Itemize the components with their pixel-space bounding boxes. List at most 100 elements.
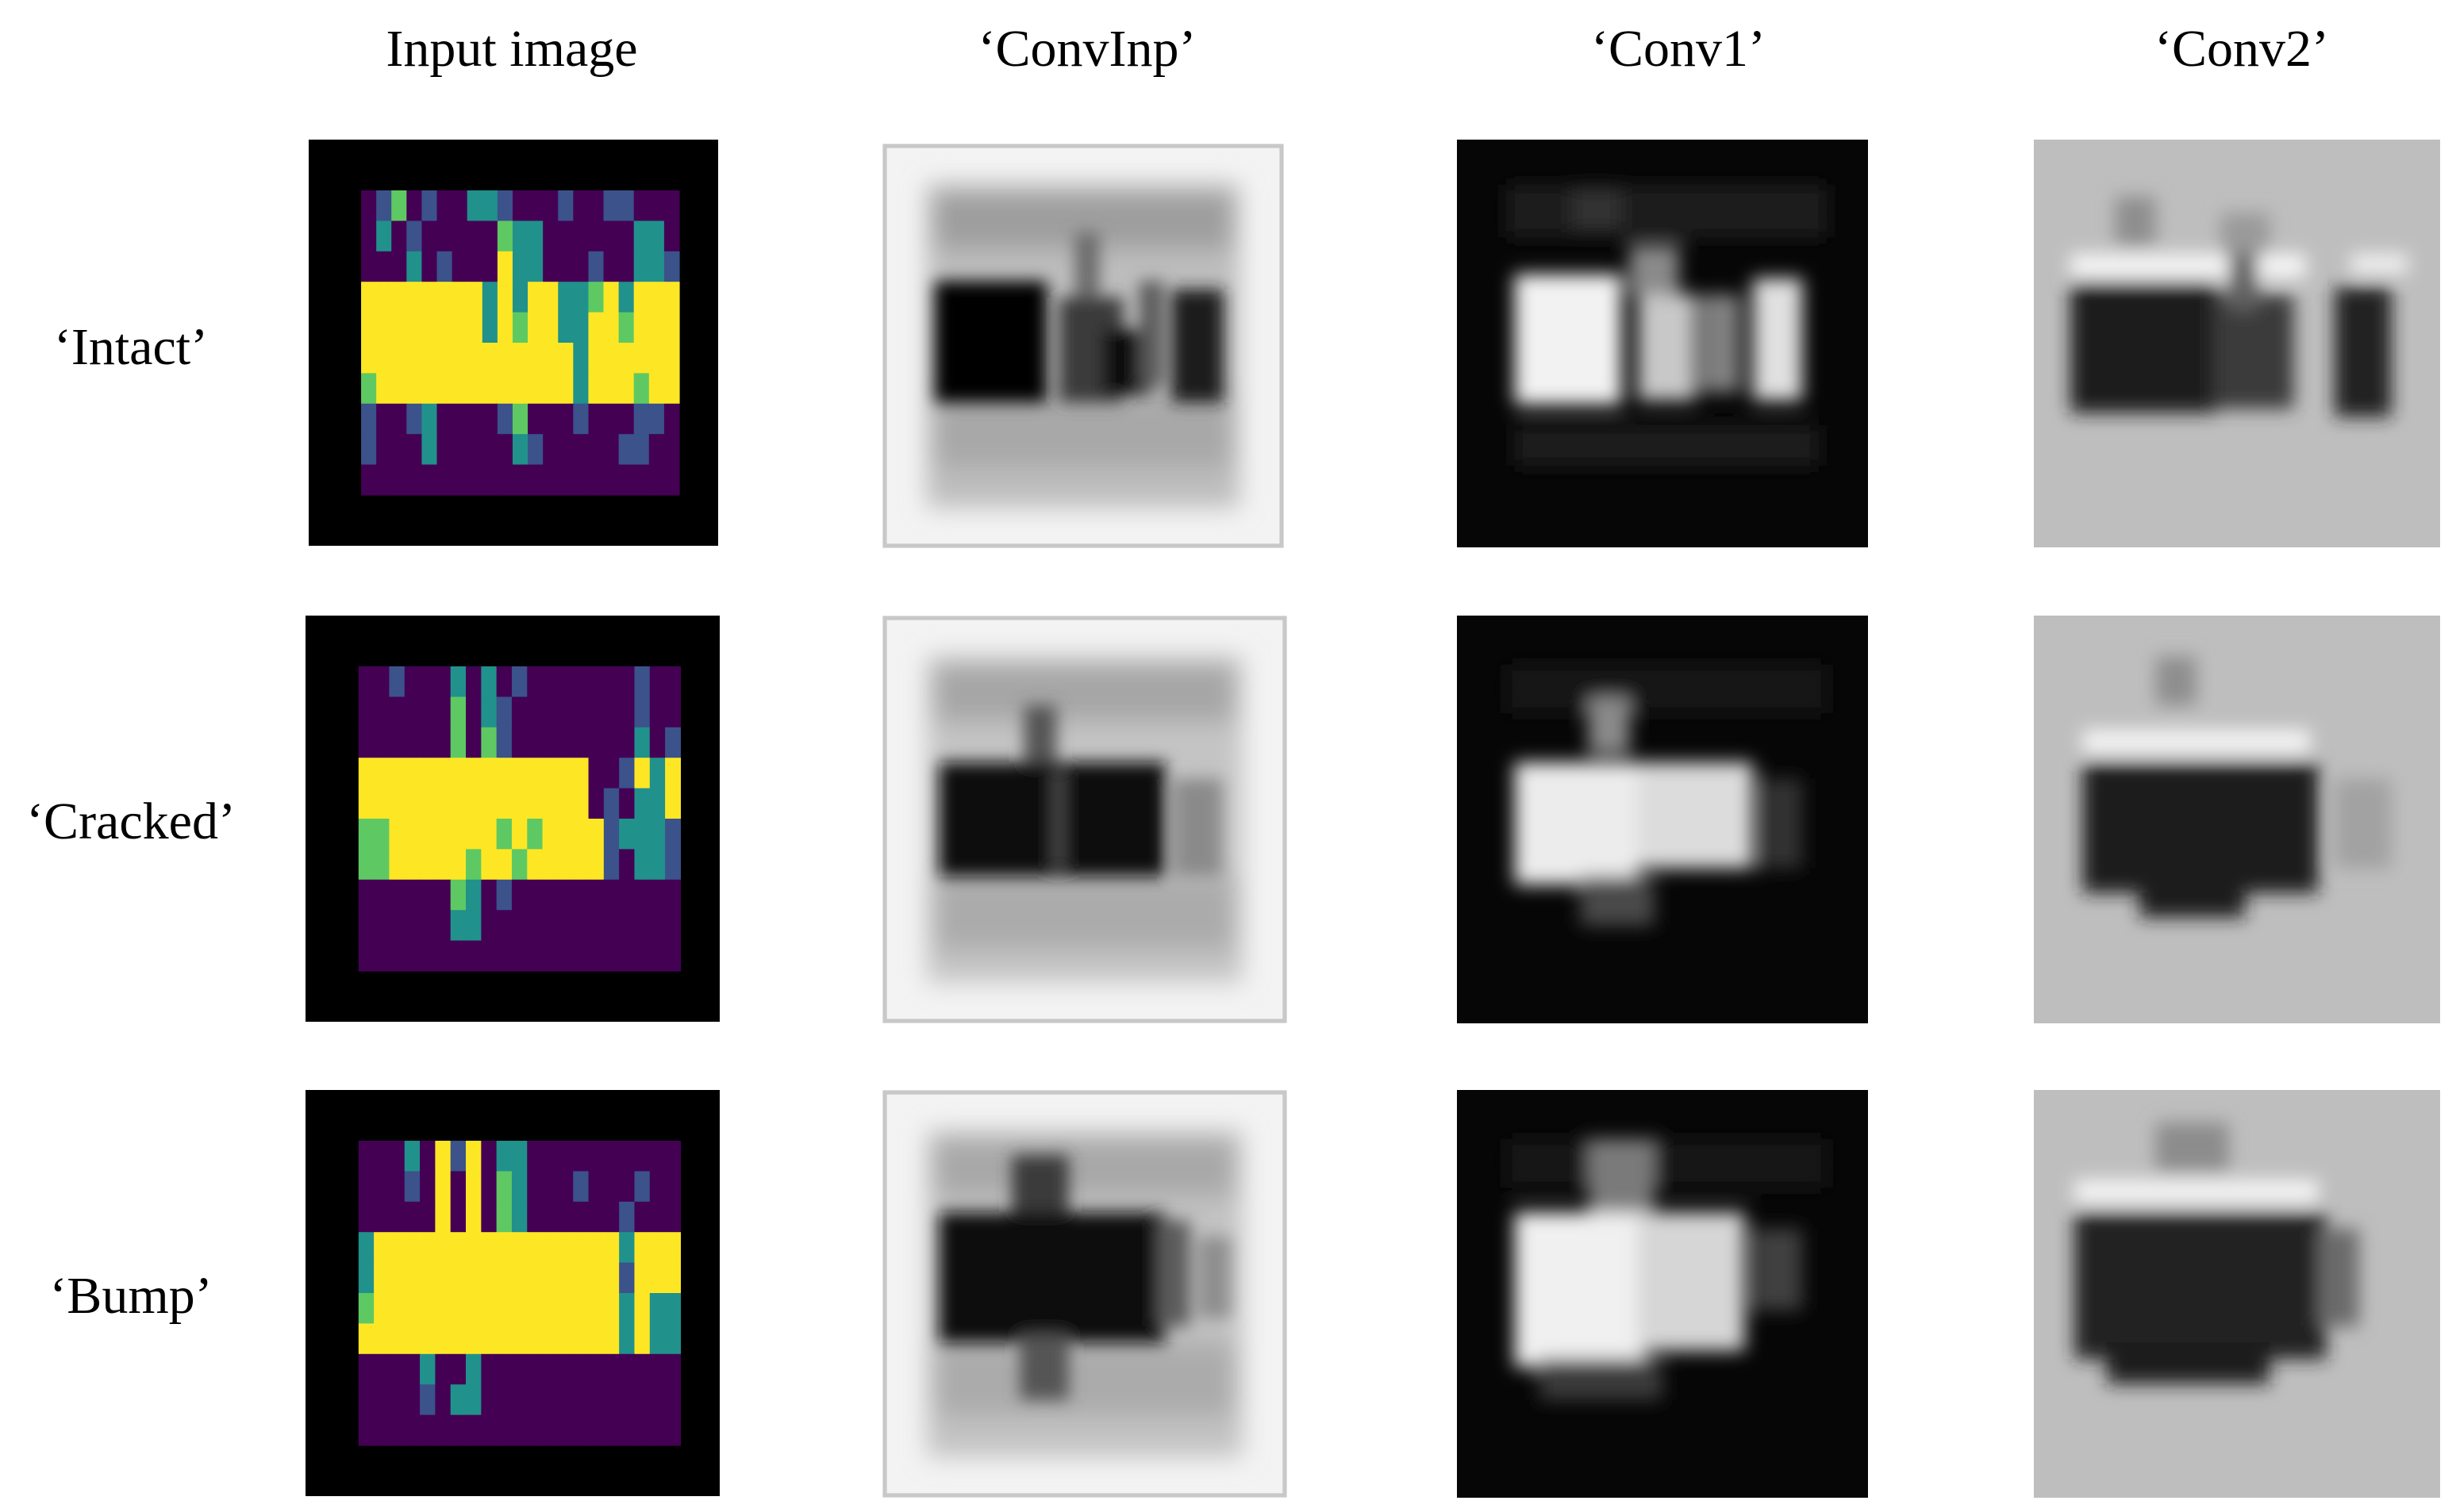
heatmap-cell [634, 849, 651, 881]
heatmap-cell [573, 1201, 590, 1233]
heatmap-cell [374, 727, 390, 758]
heatmap-cell [406, 190, 423, 221]
heatmap-cell [619, 1201, 636, 1233]
heatmap-cell [558, 403, 574, 435]
heatmap-cell [389, 1414, 405, 1446]
heatmap-cell [435, 1293, 452, 1324]
heatmap-cell [527, 910, 544, 942]
heatmap-cell [466, 819, 482, 850]
heatmap-cell [482, 190, 498, 221]
heatmap-cell [634, 879, 651, 911]
heatmap-cell [391, 343, 407, 374]
heatmap-cell [376, 221, 392, 252]
heatmap-cell [512, 221, 528, 252]
heatmap-cell [542, 940, 559, 972]
heatmap-cell [435, 849, 452, 881]
heatmap-cell [496, 940, 513, 972]
heatmap-cell [466, 666, 482, 697]
heatmap-cell [619, 819, 636, 850]
heatmap-cell [404, 819, 421, 850]
heatmap-cell [649, 1384, 666, 1416]
heatmap-cell [496, 1141, 513, 1172]
heatmap-cell [389, 1353, 405, 1385]
heatmap-cell [511, 758, 528, 789]
heatmap-cell [542, 727, 559, 758]
heatmap-cell [404, 940, 421, 972]
heatmap-cell [633, 190, 650, 221]
heatmap-cell [452, 373, 468, 405]
input-image-bump [306, 1090, 720, 1496]
heatmap-cell [374, 1262, 390, 1294]
heatmap-cell [573, 1384, 590, 1416]
heatmap-cell [512, 343, 528, 374]
heatmap-cell [358, 1262, 375, 1294]
heatmap-cell [588, 666, 605, 697]
heatmap-cell [361, 464, 377, 496]
heatmap-cell [557, 1201, 574, 1233]
heatmap-cell [619, 666, 636, 697]
heatmap-cell [466, 879, 482, 911]
heatmap-cell [665, 1201, 682, 1233]
heatmap-cell [527, 1262, 544, 1294]
conv2-map-bump [2034, 1090, 2440, 1498]
column-header-conv2: ‘Conv2’ [2154, 20, 2329, 78]
heatmap-cell [482, 221, 498, 252]
heatmap-cell [619, 788, 636, 819]
heatmap-cell [496, 727, 513, 758]
heatmap-cell [588, 1414, 605, 1446]
heatmap-cell [573, 312, 590, 343]
heatmap-cell [649, 1414, 666, 1446]
heatmap-cell [404, 1414, 421, 1446]
heatmap-cell [376, 373, 392, 405]
heatmap-cell [557, 1414, 574, 1446]
heatmap-cell [404, 758, 421, 789]
heatmap-cell [361, 343, 377, 374]
heatmap-cell [603, 1141, 620, 1172]
heatmap-cell [466, 940, 482, 972]
heatmap-cell [512, 434, 528, 466]
heatmap-cell [665, 1171, 682, 1203]
heatmap-cell [603, 879, 620, 911]
heatmap-cell [558, 464, 574, 496]
heatmap-cell [543, 464, 559, 496]
heatmap-cell [374, 1141, 390, 1172]
heatmap-cell [588, 879, 605, 911]
heatmap-cell [374, 849, 390, 881]
heatmap-cell [633, 221, 650, 252]
heatmap-cell [358, 1384, 375, 1416]
heatmap-cell [619, 727, 636, 758]
heatmap-cell [603, 1201, 620, 1233]
heatmap-cell [404, 879, 421, 911]
heatmap-cell [511, 940, 528, 972]
heatmap-cell [557, 727, 574, 758]
heatmap-cell [467, 343, 483, 374]
heatmap-cell [663, 403, 680, 435]
conv2-map-intact [2034, 140, 2440, 547]
heatmap-cell [665, 758, 682, 789]
heatmap-cell [634, 910, 651, 942]
heatmap-cell [450, 940, 467, 972]
heatmap-cell [665, 788, 682, 819]
heatmap-cell [497, 312, 513, 343]
heatmap-cell [542, 666, 559, 697]
heatmap-cell [648, 434, 665, 466]
heatmap-cell [420, 1414, 436, 1446]
heatmap-cell [482, 434, 498, 466]
heatmap-cell [358, 940, 375, 972]
heatmap-cell [358, 1293, 375, 1324]
heatmap-cell [358, 697, 375, 728]
heatmap-cell [391, 190, 407, 221]
heatmap-cell [361, 434, 377, 466]
heatmap-cell [663, 343, 680, 374]
heatmap-cell [497, 373, 513, 405]
heatmap-cell [374, 1171, 390, 1203]
heatmap-cell [573, 1232, 590, 1264]
heatmap-cell [648, 343, 665, 374]
heatmap-cell [391, 282, 407, 313]
heatmap-cell [481, 849, 498, 881]
heatmap-cell [466, 910, 482, 942]
heatmap-cell [436, 312, 453, 343]
heatmap-cell [404, 727, 421, 758]
heatmap-cell [376, 434, 392, 466]
heatmap-cell [358, 819, 375, 850]
